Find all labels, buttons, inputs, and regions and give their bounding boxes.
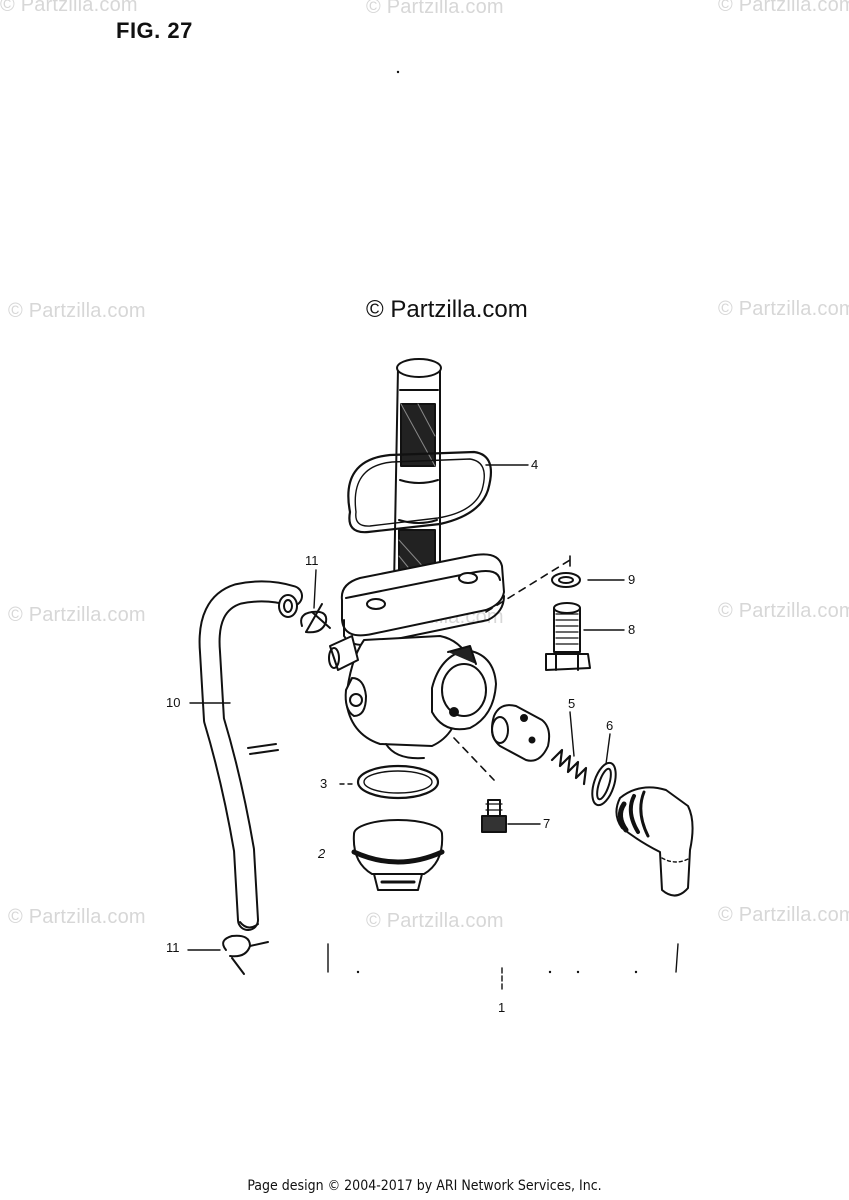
fuel-cup <box>351 819 445 891</box>
callout-2: 2 <box>318 846 326 861</box>
drain-screw <box>481 799 507 833</box>
bolt <box>545 602 591 671</box>
outlet-elbow <box>615 786 694 897</box>
callout-10: 10 <box>166 695 181 710</box>
callout-11: 11 <box>166 940 180 955</box>
watermark: © Partzilla.com <box>8 604 146 626</box>
valve-core <box>491 704 551 762</box>
watermark: © Partzilla.com <box>366 910 504 932</box>
strainer-assembly <box>347 358 492 596</box>
callout-9: 9 <box>628 572 636 587</box>
callout-1: 1 <box>498 1000 506 1015</box>
watermark: © Partzilla.com <box>366 0 504 18</box>
watermark: © Partzilla.com <box>718 600 849 622</box>
callout-8: 8 <box>628 622 636 637</box>
callout-6: 6 <box>606 718 614 733</box>
callout-4: 4 <box>531 457 539 472</box>
figure-title: FIG. 27 <box>116 18 193 43</box>
callout-7: 7 <box>543 816 551 831</box>
center-watermark: © Partzilla.com <box>366 296 528 323</box>
watermark: © Partzilla.com <box>718 904 849 926</box>
o-ring <box>591 761 617 807</box>
callout-5: 5 <box>568 696 576 711</box>
hose-clip <box>300 603 331 634</box>
cock-body <box>328 635 497 760</box>
callout-11: 11 <box>305 553 319 568</box>
flange-plate <box>340 553 505 646</box>
leader-lines <box>453 559 571 781</box>
fuel-hose <box>198 580 303 931</box>
watermark: © Partzilla.com <box>8 906 146 928</box>
spring <box>550 748 588 786</box>
callout-3: 3 <box>320 776 328 791</box>
watermark: © Partzilla.com <box>0 0 138 16</box>
page-footer: Page design © 2004-2017 by ARI Network S… <box>247 1178 602 1194</box>
bowl-oring <box>356 764 440 800</box>
watermark: © Partzilla.com <box>718 298 849 320</box>
callout-leaders <box>187 464 679 993</box>
bracket-dots <box>356 70 638 974</box>
watermark: © Partzilla.com <box>718 0 849 16</box>
hose-clip <box>222 934 269 975</box>
watermark: © Partzilla.com <box>8 300 146 322</box>
washer <box>551 572 581 588</box>
